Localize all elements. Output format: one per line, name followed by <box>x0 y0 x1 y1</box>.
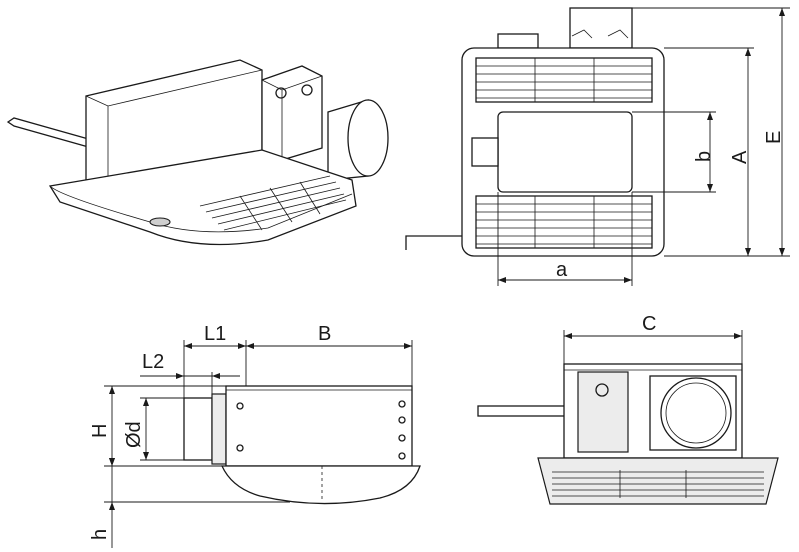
collar-top <box>497 33 539 49</box>
label-E: E <box>763 131 785 144</box>
side-box <box>471 137 499 167</box>
junction-box <box>261 65 323 161</box>
junction-box-top <box>569 7 633 49</box>
front-view: C <box>477 313 779 505</box>
top-view: a b A E <box>405 7 790 286</box>
label-h: h <box>89 529 111 540</box>
label-H: H <box>89 424 111 438</box>
grille-dome <box>220 465 421 505</box>
flange <box>211 393 227 465</box>
junction-box-front <box>577 371 629 453</box>
knockout-icon <box>301 84 313 96</box>
duct-opening <box>347 99 389 177</box>
grille-slats <box>199 175 347 231</box>
fan-circle <box>660 377 732 449</box>
lamp-lens <box>149 217 171 227</box>
mounting-bracket <box>405 235 462 250</box>
keyhole-slots <box>236 400 406 460</box>
label-A: A <box>729 150 751 164</box>
label-L1: L1 <box>204 323 226 345</box>
housing-side <box>225 385 413 467</box>
ceiling-grille <box>48 149 357 246</box>
knockout-icon <box>595 383 609 397</box>
label-d: Ød <box>123 421 145 448</box>
isometric-view <box>6 59 389 246</box>
label-C: C <box>642 313 656 335</box>
knockout-icon <box>275 87 287 99</box>
duct-collar-side <box>183 397 213 461</box>
grille-lower <box>475 195 653 249</box>
label-a: a <box>556 259 568 281</box>
mounting-rail-front <box>477 405 569 417</box>
label-L2: L2 <box>142 351 164 373</box>
label-B: B <box>318 323 331 345</box>
grille-upper <box>475 57 653 103</box>
mounting-rail <box>6 117 93 149</box>
side-view: B L1 L2 H Ød h <box>89 323 421 548</box>
label-b: b <box>693 151 715 162</box>
grille-front <box>537 457 779 505</box>
